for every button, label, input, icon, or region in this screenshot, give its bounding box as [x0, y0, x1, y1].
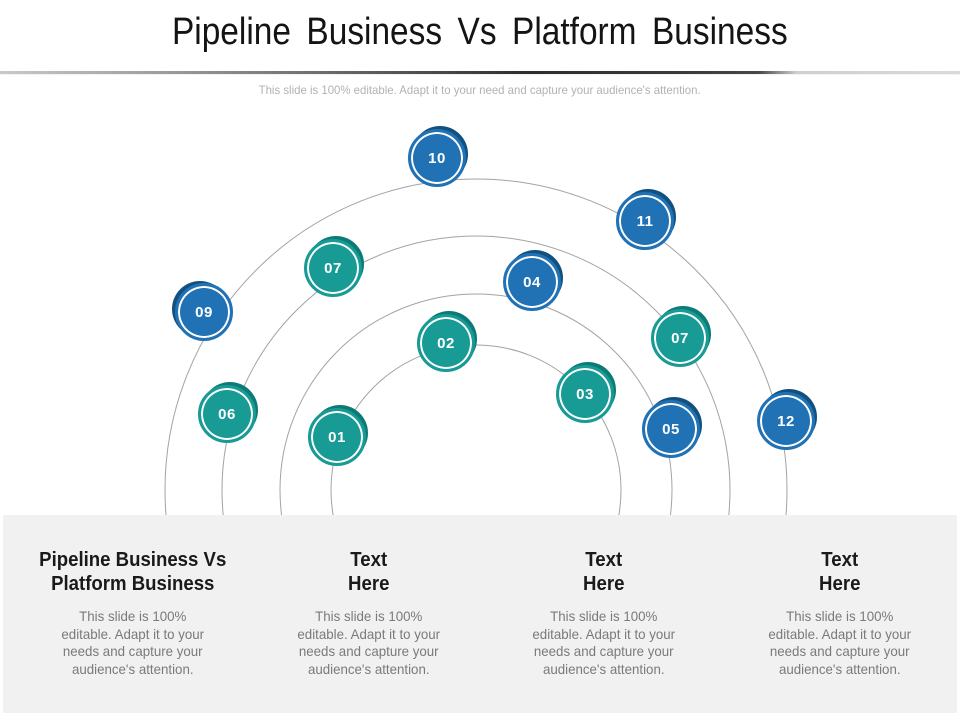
node-circle-10: 10: [408, 129, 466, 187]
footer-column-3-body: This slide is 100% editable. Adapt it to…: [532, 608, 676, 677]
node-circle-04: 04: [503, 253, 561, 311]
arc-ring: [330, 344, 622, 515]
arc-ring: [221, 235, 731, 515]
node-circle-07: 07: [651, 309, 709, 367]
footer-column-3-heading: Text Here: [583, 549, 625, 595]
node-number-label: 10: [428, 149, 446, 167]
footer-column-4: Text Here This slide is 100% editable. A…: [722, 515, 958, 713]
title-divider-line: [0, 71, 960, 75]
arc-rings: [164, 178, 788, 515]
footer-band: Pipeline Business Vs Platform Business T…: [3, 515, 957, 713]
arc-ring: [164, 178, 788, 515]
slide-title: Pipeline Business Vs Platform Business: [172, 11, 788, 53]
node-circle-06: 06: [198, 385, 256, 443]
node-number-label: 11: [636, 212, 654, 230]
slide-header: Pipeline Business Vs Platform Business T…: [0, 0, 960, 97]
node-circle-03: 03: [556, 365, 614, 423]
node-circle-05: 05: [642, 400, 700, 458]
node-number-label: 04: [523, 273, 541, 291]
footer-column-3: Text Here This slide is 100% editable. A…: [486, 515, 722, 713]
footer-column-2-body: This slide is 100% editable. Adapt it to…: [296, 608, 440, 677]
concentric-arc-diagram: 01 02 03 04 05 06 07 07 09 10 11 12: [164, 129, 815, 515]
node-circle-09: 09: [175, 283, 233, 341]
node-number-label: 09: [195, 303, 213, 321]
node-circle-02: 02: [417, 314, 475, 372]
slide-subtitle: This slide is 100% editable. Adapt it to…: [258, 83, 701, 97]
footer-column-1: Pipeline Business Vs Platform Business T…: [15, 515, 251, 713]
node-circle-07: 07: [304, 239, 362, 297]
footer-column-4-heading: Text Here: [818, 549, 860, 595]
node-number-label: 07: [324, 259, 342, 277]
footer-column-4-body: This slide is 100% editable. Adapt it to…: [767, 608, 911, 677]
node-number-label: 02: [437, 334, 455, 352]
node-number-label: 06: [218, 405, 236, 423]
node-number-label: 12: [777, 412, 795, 430]
footer-column-1-body: This slide is 100% editable. Adapt it to…: [61, 608, 205, 677]
node-circle-12: 12: [757, 392, 815, 450]
nodes-layer: 01 02 03 04 05 06 07 07 09 10 11 12: [175, 129, 815, 466]
footer-column-2: Text Here This slide is 100% editable. A…: [251, 515, 487, 713]
footer-column-1-heading: Pipeline Business Vs Platform Business: [39, 549, 227, 595]
node-number-label: 03: [576, 385, 594, 403]
node-number-label: 07: [671, 329, 689, 347]
node-circle-01: 01: [308, 408, 366, 466]
node-number-label: 01: [328, 428, 346, 446]
arc-ring: [279, 293, 673, 515]
footer-column-2-heading: Text Here: [347, 549, 389, 595]
node-circle-11: 11: [616, 192, 674, 250]
node-number-label: 05: [662, 420, 680, 438]
